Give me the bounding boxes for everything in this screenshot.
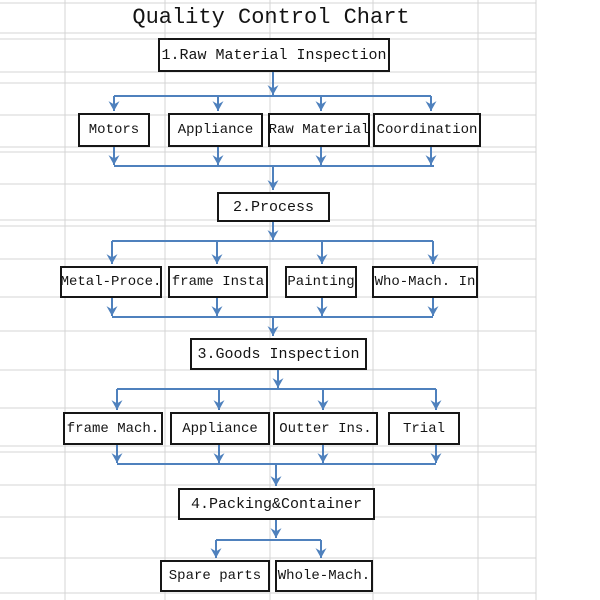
stage-1-box[interactable]: 1.Raw Material Inspection <box>158 38 390 72</box>
child-box-outter-ins[interactable]: Outter Ins. <box>273 412 378 445</box>
child-box-frame-mach[interactable]: frame Mach. <box>63 412 163 445</box>
child-box-metal-proce[interactable]: Metal-Proce. <box>60 266 162 298</box>
child-box-appliance-1[interactable]: Appliance <box>168 113 263 147</box>
stage-3-box[interactable]: 3.Goods Inspection <box>190 338 367 370</box>
child-box-who-mach-in[interactable]: Who-Mach. In <box>372 266 478 298</box>
child-box-whole-mach[interactable]: Whole-Mach. <box>275 560 373 592</box>
child-box-raw-material[interactable]: Raw Material <box>268 113 370 147</box>
child-box-trial[interactable]: Trial <box>388 412 460 445</box>
stage-2-box[interactable]: 2.Process <box>217 192 330 222</box>
child-box-painting[interactable]: Painting <box>285 266 357 298</box>
child-box-coordination[interactable]: Coordination <box>373 113 481 147</box>
child-box-frame-insta[interactable]: frame Insta <box>168 266 268 298</box>
stage-4-box[interactable]: 4.Packing&Container <box>178 488 375 520</box>
chart-title: Quality Control Chart <box>132 5 410 30</box>
child-box-appliance-2[interactable]: Appliance <box>170 412 270 445</box>
flow-connectors <box>106 72 442 558</box>
child-box-spare-parts[interactable]: Spare parts <box>160 560 270 592</box>
child-box-motors[interactable]: Motors <box>78 113 150 147</box>
